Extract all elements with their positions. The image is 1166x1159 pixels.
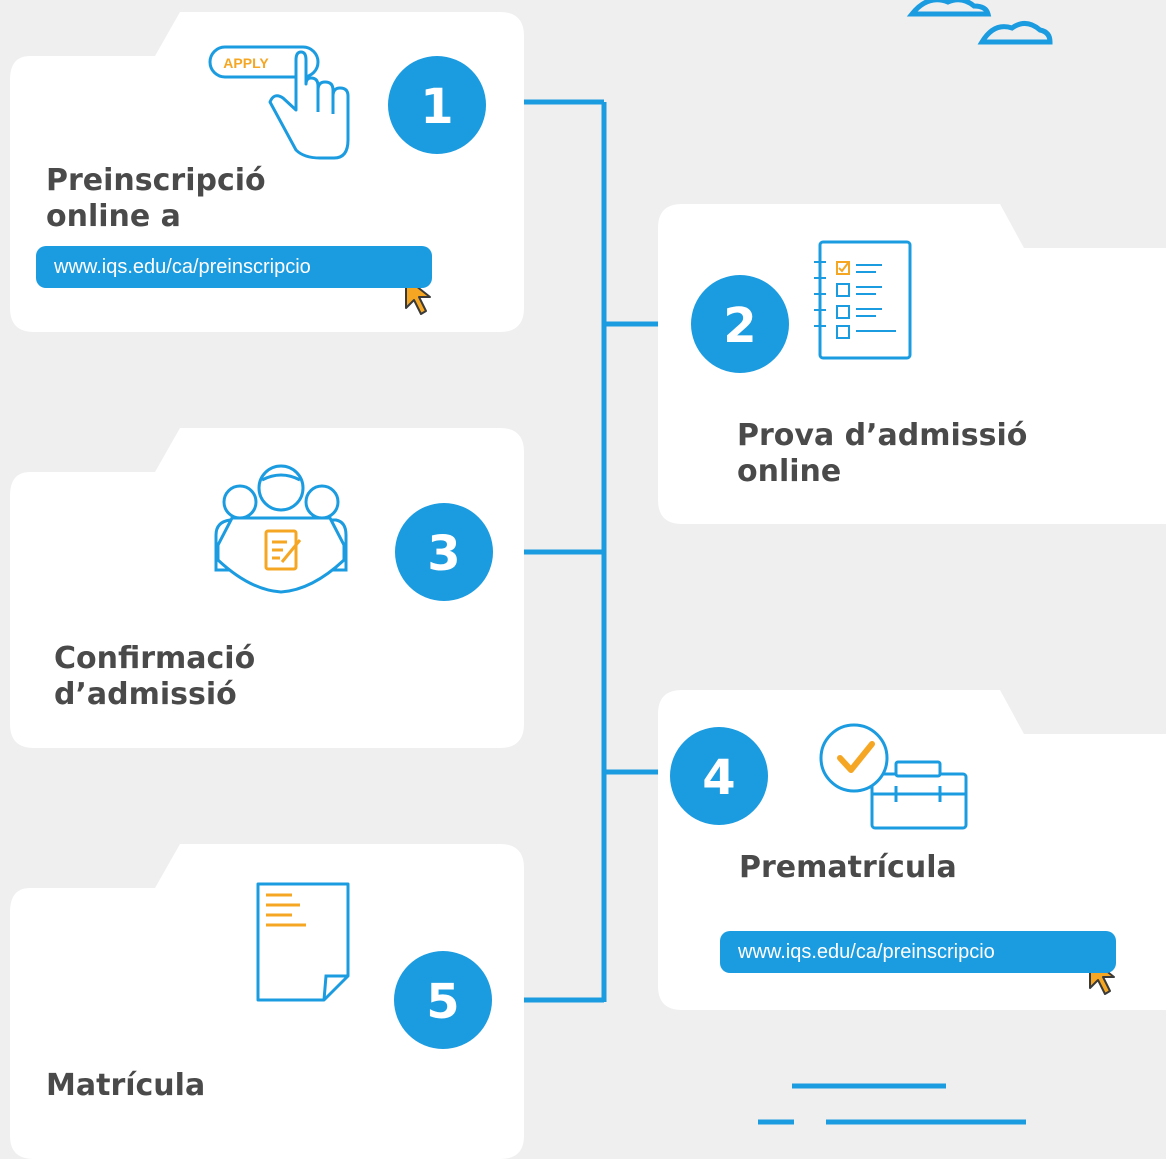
apply-hand-icon: APPLY	[208, 45, 350, 160]
step-2-number: 2	[691, 275, 789, 373]
step-1-title: Preinscripció online a	[46, 163, 266, 234]
svg-text:4: 4	[702, 750, 735, 806]
step-1-url-link[interactable]: www.iqs.edu/ca/preinscripcio	[36, 246, 432, 288]
step-4-number: 4	[670, 727, 768, 825]
svg-text:APPLY: APPLY	[223, 55, 269, 71]
cloud-decoration	[906, 0, 1053, 45]
svg-text:1: 1	[420, 79, 453, 135]
step-4-title: Prematrícula	[739, 850, 957, 885]
svg-text:2: 2	[723, 298, 756, 354]
checklist-icon	[814, 240, 912, 360]
step-2-card	[658, 204, 1166, 524]
step-2-title: Prova d’admissió online	[737, 418, 1028, 489]
step-3-title: Confirmació d’admissió	[54, 641, 256, 712]
decorative-lines	[758, 1083, 1026, 1125]
svg-text:5: 5	[426, 974, 459, 1030]
check-briefcase-icon	[819, 723, 968, 830]
step-5-title: Matrícula	[46, 1068, 206, 1103]
step-1-number: 1	[388, 56, 486, 154]
svg-text:3: 3	[427, 526, 460, 582]
connector-lines	[524, 99, 658, 1003]
step-4-card	[658, 690, 1166, 1010]
team-document-icon	[214, 464, 348, 594]
step-3-number: 3	[395, 503, 493, 601]
document-icon	[256, 882, 350, 1002]
step-4-url-link[interactable]: www.iqs.edu/ca/preinscripcio	[720, 931, 1116, 973]
step-5-number: 5	[394, 951, 492, 1049]
